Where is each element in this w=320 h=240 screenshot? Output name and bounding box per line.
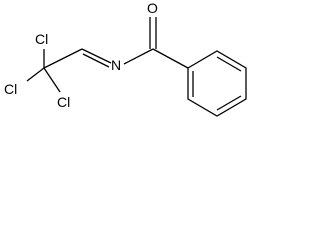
molecule-svg: O N Cl Cl Cl <box>4 0 247 117</box>
bond-c-cl-left <box>26 67 45 82</box>
chlorine-right-label: Cl <box>57 94 70 110</box>
bond-carbonyl-ring <box>152 48 189 69</box>
oxygen-label: O <box>147 0 158 16</box>
bond-ch-n-2 <box>82 53 110 68</box>
chlorine-top-label: Cl <box>35 31 48 47</box>
bond-n-carbonyl <box>123 48 154 65</box>
structure-diagram: O N Cl Cl Cl <box>0 0 259 132</box>
benzene-inner-bond-1 <box>216 56 242 72</box>
bond-c-ch <box>43 48 83 69</box>
benzene-inner-bond-2 <box>216 95 242 111</box>
bond-c-cl-right <box>43 67 61 93</box>
nitrogen-label: N <box>111 57 121 73</box>
chlorine-left-label: Cl <box>4 81 17 97</box>
bond-ch-n-1 <box>81 48 112 64</box>
benzene-ring <box>187 50 247 117</box>
